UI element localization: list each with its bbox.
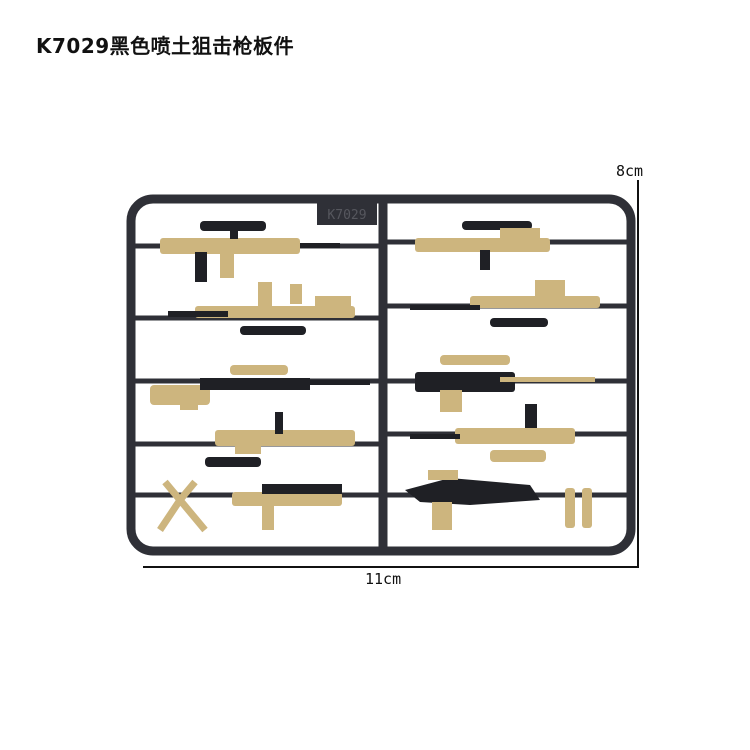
rifle-6 (415, 221, 550, 270)
height-dimension-label: 8cm (616, 162, 644, 180)
rifle-9 (410, 404, 575, 462)
rifle-5 (232, 484, 342, 530)
width-dimension-label: 11cm (365, 570, 402, 588)
bipod-right (565, 488, 592, 528)
frame-code-tab: K7029 (317, 203, 377, 225)
rifle-1 (160, 221, 340, 282)
frame-code-label: K7029 (327, 208, 366, 223)
rifle-4 (205, 412, 355, 467)
sprue-frame (126, 194, 636, 556)
rifle-10 (405, 470, 540, 530)
bipod-left (157, 479, 208, 533)
height-dimension-line (637, 180, 639, 568)
rifle-3 (150, 365, 370, 410)
rifle-2 (168, 282, 355, 335)
product-title: K7029黑色喷土狙击枪板件 (36, 34, 295, 58)
rifle-7 (410, 280, 600, 327)
width-dimension-line (143, 566, 639, 568)
rifle-8 (415, 355, 595, 412)
